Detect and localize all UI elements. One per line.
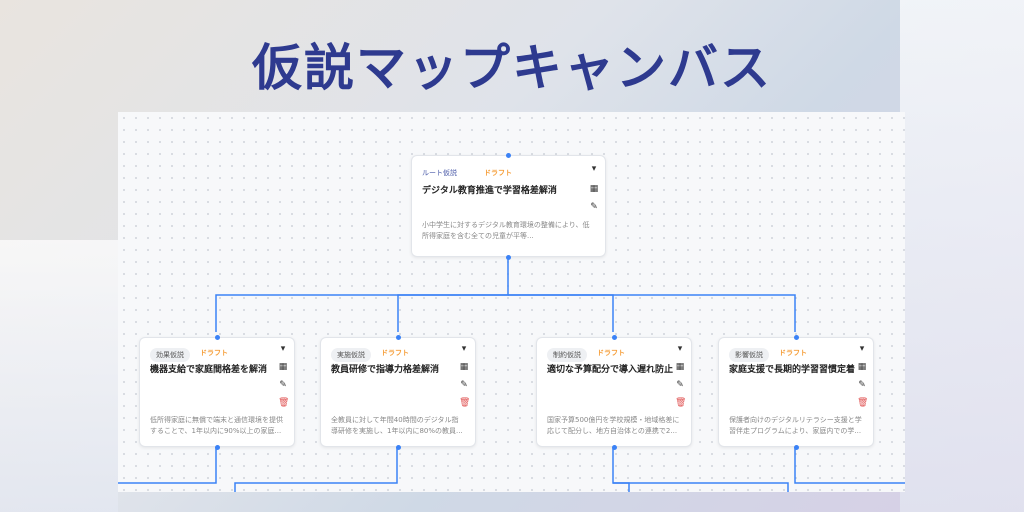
hypothesis-type-badge: 影響仮説 [729, 348, 769, 362]
edit-button[interactable]: ✎ [675, 380, 685, 390]
connection-handle[interactable] [611, 445, 617, 450]
edges [118, 258, 905, 492]
hypothesis-description: 小中学生に対するデジタル教育環境の整備により、低所得家庭を含む全ての児童が平等.… [422, 221, 590, 240]
hypothesis-description: 国家予算500億円を学校規模・地域格差に応じて配分し、地方自治体との連携で2..… [547, 416, 680, 435]
chevron-down-icon: ▾ [461, 344, 467, 354]
table-icon: ▦ [857, 362, 867, 372]
edit-button[interactable]: ✎ [278, 380, 288, 390]
hypothesis-title: 機器支給で家庭間格差を解消 [150, 365, 268, 375]
table-icon: ▦ [278, 362, 288, 372]
status-badge: ドラフト [381, 349, 409, 357]
trash-icon: 🗑 [278, 398, 290, 408]
expand-button[interactable]: ▾ [278, 344, 288, 354]
connection-handle[interactable] [611, 335, 617, 340]
table-button[interactable]: ▦ [857, 362, 867, 372]
trash-icon: 🗑 [857, 398, 869, 408]
hypothesis-type-badge: 実施仮説 [331, 348, 371, 362]
edge [794, 447, 905, 484]
connection-handle[interactable] [395, 335, 401, 340]
hypothesis-description: 低所得家庭に無償で端末と通信環境を提供することで、1年以内に90%以上の家庭..… [150, 416, 283, 435]
trash-icon: 🗑 [675, 398, 687, 408]
status-badge: ドラフト [200, 349, 228, 357]
delete-button[interactable]: 🗑 [278, 398, 290, 408]
status-badge: ドラフト [597, 349, 625, 357]
hypothesis-type-badge: ルート仮説 [422, 169, 457, 177]
table-icon: ▦ [589, 184, 599, 194]
edit-icon: ✎ [279, 380, 287, 390]
chevron-down-icon: ▾ [859, 344, 865, 354]
hypothesis-title: 教員研修で指導力格差解消 [331, 365, 440, 375]
chevron-down-icon: ▾ [591, 164, 597, 174]
edge [613, 482, 789, 492]
expand-button[interactable]: ▾ [459, 344, 469, 354]
hypothesis-title: 家庭支援で長期的学習習慣定着 [729, 365, 856, 375]
hypothesis-card[interactable]: 影響仮説 ドラフト 家庭支援で長期的学習習慣定着 保護者向けのデジタルリテラシー… [718, 337, 874, 447]
edge [215, 258, 509, 332]
connection-handle[interactable] [214, 445, 220, 450]
edit-button[interactable]: ✎ [589, 202, 599, 212]
table-button[interactable]: ▦ [675, 362, 685, 372]
edit-button[interactable]: ✎ [459, 380, 469, 390]
delete-button[interactable]: 🗑 [675, 398, 687, 408]
chevron-down-icon: ▾ [677, 344, 683, 354]
delete-button[interactable]: 🗑 [459, 398, 471, 408]
root-hypothesis-card[interactable]: ルート仮説 ドラフト デジタル教育推進で学習格差解消 小中学生に対するデジタル教… [411, 155, 606, 257]
delete-button[interactable]: 🗑 [857, 398, 869, 408]
hypothesis-type-badge: 制約仮説 [547, 348, 587, 362]
table-button[interactable]: ▦ [589, 184, 599, 194]
edge [397, 294, 508, 332]
expand-button[interactable]: ▾ [675, 344, 685, 354]
hypothesis-description: 保護者向けのデジタルリテラシー支援と学習伴走プログラムにより、家庭内での学... [729, 416, 862, 435]
expand-button[interactable]: ▾ [857, 344, 867, 354]
table-button[interactable]: ▦ [278, 362, 288, 372]
table-icon: ▦ [459, 362, 469, 372]
hypothesis-card[interactable]: 実施仮説 ドラフト 教員研修で指導力格差解消 全教員に対して年間40時間のデジタ… [320, 337, 476, 447]
edge [612, 447, 630, 492]
connection-handle[interactable] [793, 335, 799, 340]
expand-button[interactable]: ▾ [589, 164, 599, 174]
edge [118, 447, 217, 484]
status-badge: ドラフト [484, 169, 512, 177]
edit-icon: ✎ [676, 380, 684, 390]
table-button[interactable]: ▦ [459, 362, 469, 372]
connection-handle[interactable] [214, 335, 220, 340]
hypothesis-card[interactable]: 制約仮説 ドラフト 適切な予算配分で導入遅れ防止 国家予算500億円を学校規模・… [536, 337, 692, 447]
chevron-down-icon: ▾ [280, 344, 286, 354]
table-icon: ▦ [675, 362, 685, 372]
connection-handle[interactable] [395, 445, 401, 450]
hypothesis-type-badge: 効果仮説 [150, 348, 190, 362]
hypothesis-title: デジタル教育推進で学習格差解消 [422, 186, 557, 196]
edge [234, 447, 398, 492]
hypothesis-description: 全教員に対して年間40時間のデジタル指導研修を実施し、1年以内に80%の教員..… [331, 416, 463, 435]
edit-icon: ✎ [460, 380, 468, 390]
status-badge: ドラフト [779, 349, 807, 357]
page-title: 仮説マップキャンバス [252, 39, 772, 97]
connection-handle[interactable] [793, 445, 799, 450]
edit-button[interactable]: ✎ [857, 380, 867, 390]
hypothesis-title: 適切な予算配分で導入遅れ防止 [547, 365, 674, 375]
hypothesis-card[interactable]: 効果仮説 ドラフト 機器支給で家庭間格差を解消 低所得家庭に無償で端末と通信環境… [139, 337, 295, 447]
edit-icon: ✎ [858, 380, 866, 390]
connection-handle[interactable] [506, 153, 511, 158]
trash-icon: 🗑 [459, 398, 471, 408]
edge [508, 294, 796, 332]
connection-handle[interactable] [506, 255, 511, 260]
edit-icon: ✎ [590, 202, 598, 212]
edge [508, 294, 614, 332]
